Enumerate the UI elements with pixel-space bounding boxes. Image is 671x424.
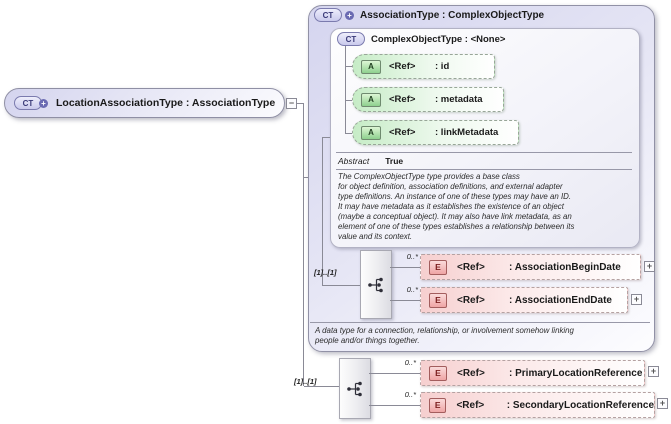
connector-line xyxy=(303,103,304,386)
connector-line xyxy=(369,405,420,406)
divider xyxy=(310,322,650,323)
connector-line xyxy=(345,46,346,133)
abstract-facet: Abstract True xyxy=(338,156,403,166)
attribute-name: : metadata xyxy=(435,94,483,105)
attribute-icon: A xyxy=(361,125,381,140)
attribute-ref: <Ref> xyxy=(389,94,416,105)
element-name: : AssociationBeginDate xyxy=(509,261,621,273)
facet-label: Abstract xyxy=(338,156,370,166)
connector-line xyxy=(304,386,339,387)
connector-line xyxy=(322,285,360,286)
element-ref: <Ref> xyxy=(457,294,485,306)
connector-line xyxy=(345,100,352,101)
element-icon: E xyxy=(429,397,447,413)
element-name: : PrimaryLocationReference xyxy=(509,367,643,379)
plus-badge-icon: + xyxy=(345,10,354,20)
association-type-title: AssociationType : ComplexObjectType xyxy=(360,9,545,21)
element-node-association-begin-date[interactable]: E <Ref> : AssociationBeginDate xyxy=(420,254,641,280)
attribute-node-id[interactable]: A <Ref> : id xyxy=(352,54,495,79)
element-node-association-end-date[interactable]: E <Ref> : AssociationEndDate xyxy=(420,287,628,313)
occurs-label: 0..* xyxy=(404,358,416,367)
divider xyxy=(336,152,632,153)
occurs-label: 0..* xyxy=(406,252,418,261)
association-type-annotation: A data type for a connection, relationsh… xyxy=(315,326,574,345)
root-node-label: LocationAssociationType : AssociationTyp… xyxy=(56,97,276,109)
attribute-node-link-metadata[interactable]: A <Ref> : linkMetadata xyxy=(352,120,519,145)
connector-line xyxy=(345,66,352,67)
complex-object-type-annotation: The ComplexObjectType type provides a ba… xyxy=(338,172,575,241)
element-ref: <Ref> xyxy=(456,399,485,411)
expand-button[interactable]: + xyxy=(648,366,659,377)
sequence-cardinality: [1]..[1] xyxy=(294,377,317,386)
connector-line xyxy=(303,177,308,178)
connector-line xyxy=(390,300,420,301)
association-type-header: CT+ AssociationType : ComplexObjectType xyxy=(314,8,544,22)
complex-object-type-title: ComplexObjectType : <None> xyxy=(371,33,506,45)
complex-type-icon: CT xyxy=(14,96,42,110)
expand-button[interactable]: + xyxy=(657,398,668,409)
sequence-glyph-icon xyxy=(347,381,362,396)
facet-value: True xyxy=(385,156,404,166)
element-name: : SecondaryLocationReference xyxy=(506,399,654,411)
sequence-cardinality: [1]..[1] xyxy=(314,268,337,277)
connector-line xyxy=(297,103,303,104)
complex-object-type-header: CT ComplexObjectType : <None> xyxy=(337,32,505,46)
connector-line xyxy=(390,267,420,268)
attribute-node-metadata[interactable]: A <Ref> : metadata xyxy=(352,87,504,112)
element-ref: <Ref> xyxy=(457,261,485,273)
occurs-label: 0..* xyxy=(404,390,416,399)
attribute-icon: A xyxy=(361,92,381,107)
expand-button[interactable]: + xyxy=(644,261,655,272)
element-icon: E xyxy=(429,292,447,308)
attribute-ref: <Ref> xyxy=(389,127,416,138)
attribute-ref: <Ref> xyxy=(389,61,416,72)
element-icon: E xyxy=(429,259,447,275)
plus-badge-icon: + xyxy=(39,98,48,108)
collapse-button[interactable]: − xyxy=(286,98,297,109)
complex-type-icon: CT xyxy=(337,32,365,46)
attribute-icon: A xyxy=(361,59,381,74)
location-association-type-node[interactable]: CT+ LocationAssociationType : Associatio… xyxy=(4,88,285,118)
element-icon: E xyxy=(429,365,447,381)
sequence-compositor-icon[interactable] xyxy=(339,358,371,419)
element-name: : AssociationEndDate xyxy=(509,294,612,306)
connector-line xyxy=(322,137,323,285)
element-node-primary-location-reference[interactable]: E <Ref> : PrimaryLocationReference xyxy=(420,360,645,386)
sequence-compositor-icon[interactable] xyxy=(360,250,392,319)
attribute-name: : linkMetadata xyxy=(435,127,499,138)
connector-line xyxy=(322,137,330,138)
attribute-name: : id xyxy=(435,61,450,72)
sequence-glyph-icon xyxy=(368,277,383,292)
complex-type-icon: CT xyxy=(314,8,342,22)
divider xyxy=(336,169,632,170)
connector-line xyxy=(345,133,352,134)
element-ref: <Ref> xyxy=(457,367,485,379)
occurs-label: 0..* xyxy=(406,285,418,294)
connector-line xyxy=(369,373,420,374)
element-node-secondary-location-reference[interactable]: E <Ref> : SecondaryLocationReference xyxy=(420,392,655,418)
expand-button[interactable]: + xyxy=(631,294,642,305)
